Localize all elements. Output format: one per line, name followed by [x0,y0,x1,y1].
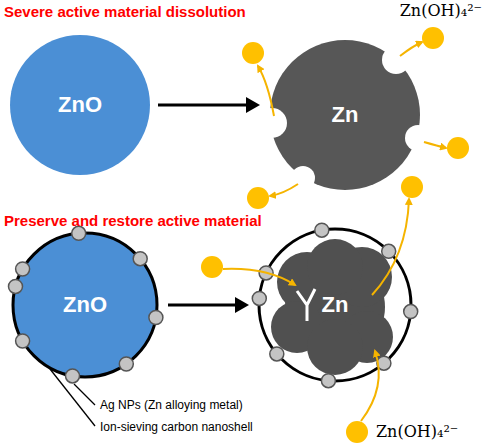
coated-zn-particle: Zn [257,227,413,383]
ion-label: Zn(OH)₄²⁻ [400,1,482,20]
coated-zno-particle: ZnO [10,230,160,380]
particle-label: Zn [332,102,359,128]
process-arrow [158,97,260,113]
part-label: Ag NPs (Zn alloying metal) [100,398,243,412]
leader-line [74,384,95,405]
particle-label: ZnO [58,92,102,118]
particle-label: Zn [322,292,349,318]
zno-particle: ZnO [10,35,150,175]
process-arrow [168,297,249,313]
zn-particle: Zn [268,38,422,192]
part-label: Ion-sieving carbon nanoshell [100,420,253,434]
ion-label: Zn(OH)₄²⁻ [376,422,458,441]
section-heading: Preserve and restore active material [4,212,262,229]
section-heading: Severe active material dissolution [4,3,246,20]
particle-label: ZnO [63,292,107,318]
